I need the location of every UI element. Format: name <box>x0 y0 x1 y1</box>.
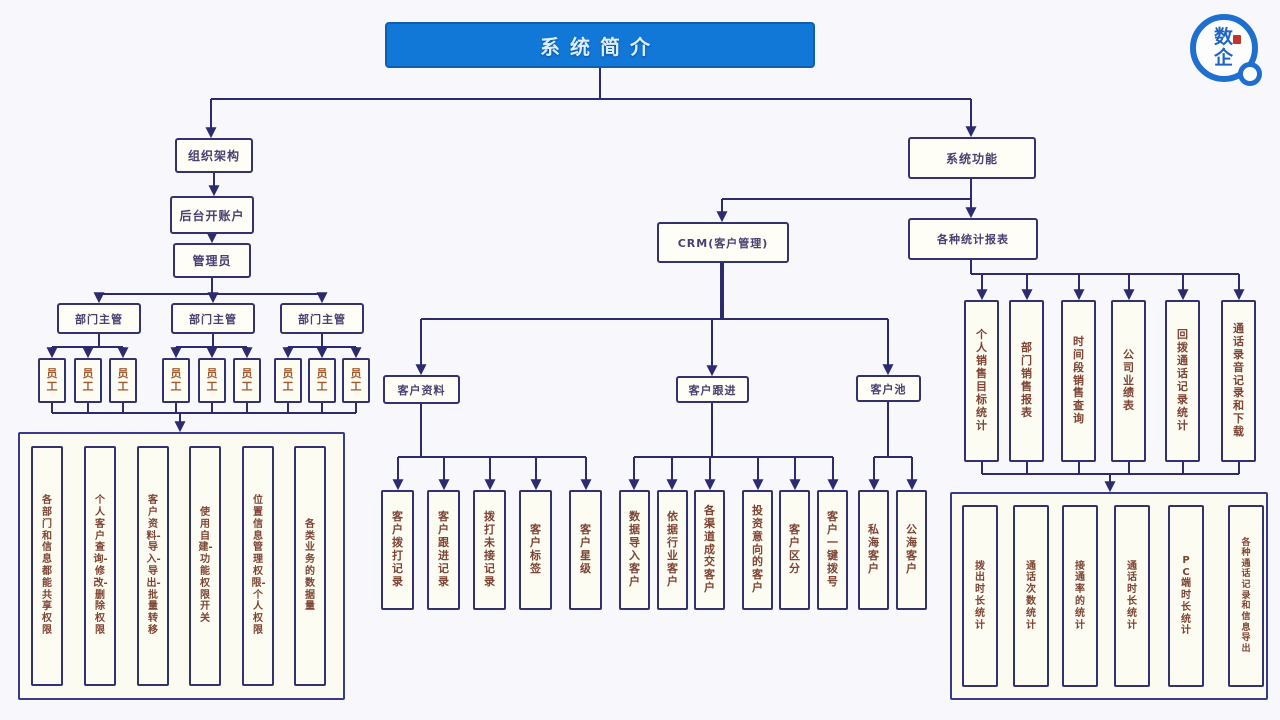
call-stats-container <box>950 492 1268 700</box>
permission-item: 客户资料-导入-导出-批量转移 <box>137 446 169 686</box>
crm-data-item: 客户标签 <box>519 490 552 610</box>
crm-followup-item: 依据行业客户 <box>657 490 688 610</box>
permission-item: 个人客户查询-修改-删除权限 <box>84 446 116 686</box>
call-stats-item: 通话次数统计 <box>1013 505 1049 687</box>
permission-item: 各类业务的数据量 <box>294 446 326 686</box>
crm-followup-item: 投资意向的客户 <box>742 490 773 610</box>
crm-followup-item: 数据导入客户 <box>619 490 650 610</box>
node-customer-followup: 客户跟进 <box>676 376 749 403</box>
node-department-manager-3: 部门主管 <box>280 303 364 334</box>
node-employee: 员工 <box>162 358 190 403</box>
crm-followup-item: 各渠道成交客户 <box>694 490 725 610</box>
logo-char-bottom: 企 <box>1214 47 1234 69</box>
crm-pool-item: 公海客户 <box>896 490 927 610</box>
logo-subcircle-icon <box>1238 62 1262 86</box>
call-stats-item: 通话时长统计 <box>1114 505 1150 687</box>
crm-data-item: 拨打未接记录 <box>473 490 506 610</box>
node-customer-data: 客户资料 <box>383 375 460 404</box>
node-administrator: 管理员 <box>173 243 251 278</box>
crm-pool-item: 私海客户 <box>858 490 889 610</box>
logo-ring-icon <box>1190 14 1258 82</box>
crm-data-item: 客户拨打记录 <box>381 490 414 610</box>
node-department-manager-1: 部门主管 <box>57 303 141 334</box>
stats-report-item: 时间段销售查询 <box>1061 300 1096 462</box>
crm-followup-item: 客户区分 <box>779 490 810 610</box>
node-employee: 员工 <box>38 358 66 403</box>
node-employee: 员工 <box>74 358 102 403</box>
logo-char-top: 数 <box>1214 26 1234 48</box>
node-employee: 员工 <box>233 358 261 403</box>
logo-seal-icon <box>1233 35 1241 44</box>
node-crm: CRM(客户管理) <box>657 222 789 263</box>
crm-data-item: 客户星级 <box>569 490 602 610</box>
permissions-container <box>18 432 345 700</box>
node-employee: 员工 <box>308 358 336 403</box>
node-system-functions: 系统功能 <box>908 137 1036 179</box>
node-org-structure: 组织架构 <box>175 138 253 173</box>
permission-item: 位置信息管理权限-个人权限 <box>242 446 274 686</box>
permission-item: 各部门和信息都能共享权限 <box>31 446 63 686</box>
node-customer-pool: 客户池 <box>856 375 921 402</box>
node-statistics-reports: 各种统计报表 <box>908 218 1038 260</box>
node-employee: 员工 <box>198 358 226 403</box>
stats-report-item: 公司业绩表 <box>1111 300 1146 462</box>
crm-followup-item: 客户一键拨号 <box>817 490 848 610</box>
diagram-title: 系统简介 <box>385 22 815 68</box>
call-stats-item: 拨出时长统计 <box>962 505 998 687</box>
node-employee: 员工 <box>342 358 370 403</box>
stats-report-item: 部门销售报表 <box>1009 300 1044 462</box>
stats-report-item: 回拨通话记录统计 <box>1165 300 1200 462</box>
node-employee: 员工 <box>109 358 137 403</box>
stats-report-item: 通话录音记录和下载 <box>1221 300 1256 462</box>
call-stats-item: 接通率的统计 <box>1062 505 1098 687</box>
stats-report-item: 个人销售目标统计 <box>964 300 999 462</box>
node-employee: 员工 <box>274 358 302 403</box>
call-stats-item: PC端时长统计 <box>1168 505 1204 687</box>
logo: 数 企 <box>1190 12 1274 88</box>
crm-data-item: 客户跟进记录 <box>427 490 460 610</box>
permission-item: 使用自建-功能权限开关 <box>189 446 221 686</box>
node-backend-account: 后台开账户 <box>170 196 254 234</box>
call-stats-item: 各种通话记录和信息导出 <box>1228 505 1264 687</box>
node-department-manager-2: 部门主管 <box>171 303 255 334</box>
